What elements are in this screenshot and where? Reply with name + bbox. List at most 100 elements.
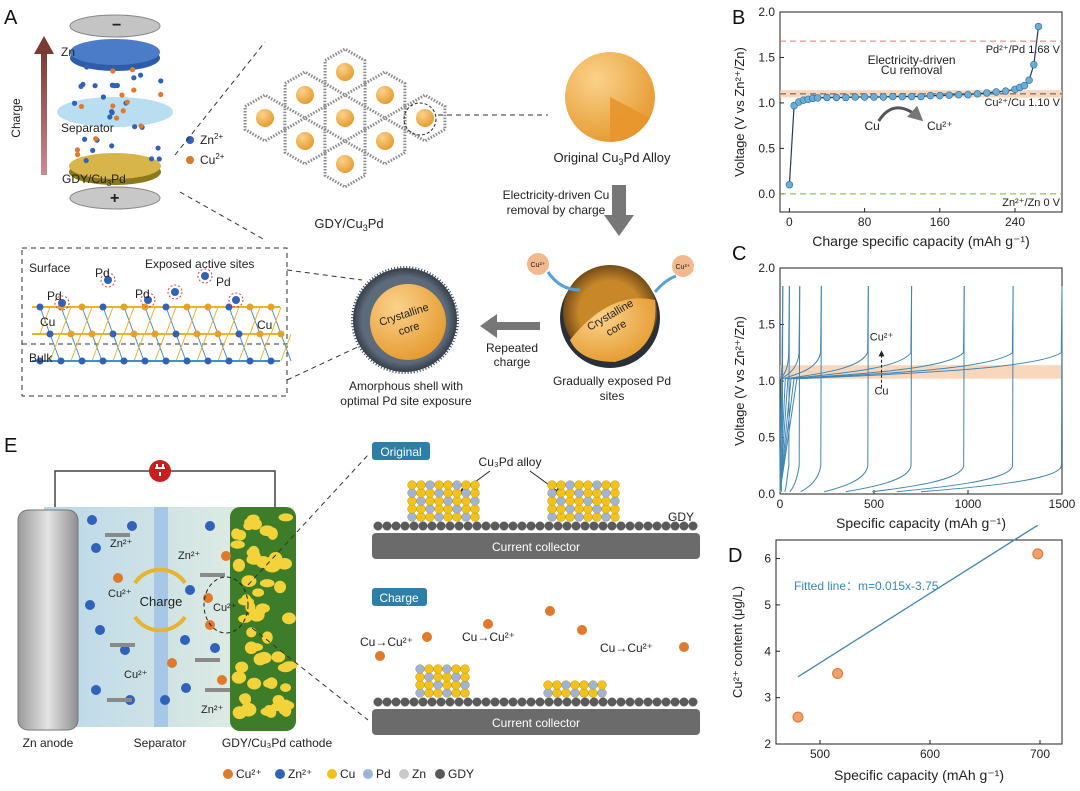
legend-zn2: Zn2+ [200, 132, 223, 147]
discharge-curve [824, 286, 869, 493]
data-point [813, 94, 822, 102]
pd-label-1: Pd [95, 266, 110, 280]
data-point [792, 711, 804, 723]
discharge-curve [789, 286, 801, 493]
separator-bar [154, 507, 168, 727]
collector-1-label: Current collector [492, 540, 580, 554]
panel-label-e: E [4, 435, 17, 457]
cell-schematic: Charge Zn²⁺ Zn²⁺ Zn²⁺ Cu²⁺ Cu²⁺ Cu²⁺ [17, 460, 298, 731]
y-tick-label: 2.0 [758, 5, 775, 19]
data-point [1032, 548, 1044, 560]
surface-label: Surface [29, 261, 71, 275]
elec-caption-2: removal by charge [507, 203, 606, 217]
data-point [945, 91, 953, 99]
data-point [842, 93, 850, 102]
plus-sign: + [110, 190, 119, 207]
cu2-bubble-left [527, 253, 549, 275]
annotation: Electricity-driven [868, 53, 956, 67]
zn2-label-3: Zn²⁺ [201, 704, 224, 716]
fit-label: Fitted line：m=0.015x-3.75 [794, 579, 939, 593]
data-point [1030, 61, 1038, 69]
x-tick-label: 160 [930, 215, 950, 229]
ion-cloud [71, 64, 164, 164]
data-point [1020, 81, 1029, 90]
data-point [823, 93, 831, 102]
gdy-label-e: GDY [668, 510, 694, 524]
discharge-curve [784, 286, 790, 492]
original-tag-label: Original [380, 445, 421, 459]
cu-label-2: Cu [257, 318, 272, 332]
y-tick-label: 1.0 [758, 374, 775, 388]
amorphous-sphere [351, 266, 459, 374]
legend-e-swatch [275, 769, 285, 779]
y-tick-label: 3 [764, 691, 771, 705]
data-point [973, 90, 982, 98]
cu-label-1: Cu [40, 315, 55, 329]
fit-line [797, 524, 1039, 678]
annotation: Cu [874, 386, 888, 398]
y-tick-label: 0.0 [758, 187, 775, 201]
panel-label-c: C [732, 243, 746, 265]
y-tick-label: 2 [764, 737, 771, 751]
gdy-cu3pd-caption: GDY/Cu3Pd [314, 216, 383, 233]
legend-e-swatch [363, 769, 373, 779]
original-alloy-caption: Original Cu3Pd Alloy [553, 150, 671, 167]
charge-curve [779, 286, 822, 492]
cu2-bubble-right-label: Cu²⁺ [676, 264, 691, 271]
gdy-framework [243, 47, 447, 189]
battery-stack: − + [57, 14, 173, 210]
alloy-label: Cu₃Pd alloy [479, 455, 542, 469]
discharge-curve [920, 286, 1063, 493]
power-icon [149, 460, 171, 482]
y-tick-label: 2.0 [758, 261, 775, 275]
charge-center-label: Charge [140, 594, 183, 609]
legend-e-label: Pd [376, 767, 391, 781]
discharge-curve [845, 286, 913, 493]
charge-curve [779, 286, 869, 492]
legend-e-swatch [223, 769, 233, 779]
y-tick-label: 1.5 [758, 318, 775, 332]
legend-cu2: Cu2+ [200, 152, 225, 167]
x-tick-label: 500 [810, 747, 830, 761]
bulk-label: Bulk [29, 351, 53, 365]
y-tick-label: 1.5 [758, 50, 775, 64]
repeated-label-1: Repeated [486, 341, 538, 355]
legend-e-label: Cu²⁺ [236, 767, 262, 781]
x-tick-label: 700 [1030, 747, 1050, 761]
cu2-bubble-left-label: Cu²⁺ [531, 262, 546, 269]
y-tick-label: 0.5 [758, 431, 775, 445]
x-tick-label: 0 [786, 215, 793, 229]
exposed-sites-label: Exposed active sites [145, 257, 254, 271]
x-tick-label: 80 [858, 215, 872, 229]
x-axis-label: Specific capacity (mAh g⁻¹) [834, 767, 1004, 783]
discharge-curve [896, 286, 1014, 493]
legend-e-label: Cu [340, 767, 355, 781]
data-point [1034, 22, 1043, 31]
charge-tag [372, 588, 427, 606]
cu2-label-3: Cu²⁺ [124, 669, 148, 681]
original-alloy-sphere [565, 52, 655, 143]
legend-e-swatch [399, 769, 409, 779]
data-point [889, 92, 897, 101]
annotation: Cu²⁺ [927, 119, 953, 133]
x-tick-label: 500 [864, 497, 884, 511]
zn-label: Zn [61, 45, 75, 59]
discharge-curve [872, 286, 965, 493]
cu-to-cu2-2: Cu→Cu²⁺ [462, 630, 515, 644]
panel-label-d: D [728, 545, 742, 567]
data-point [870, 93, 878, 101]
separator-caption: Separator [134, 736, 187, 750]
charge-curve [779, 286, 1014, 492]
left-arrow [480, 314, 540, 338]
collector-2 [372, 709, 700, 735]
x-axis-label: Specific capacity (mAh g⁻¹) [836, 515, 1006, 531]
data-point [936, 91, 944, 100]
y-tick-label: 0.5 [758, 141, 775, 155]
lattice [32, 268, 292, 365]
reference-label: Pd²⁺/Pd 1.68 V [986, 44, 1061, 56]
pd-label-2: Pd [47, 289, 62, 303]
x-tick-label: 600 [920, 747, 940, 761]
charge-label: Charge [9, 98, 23, 138]
